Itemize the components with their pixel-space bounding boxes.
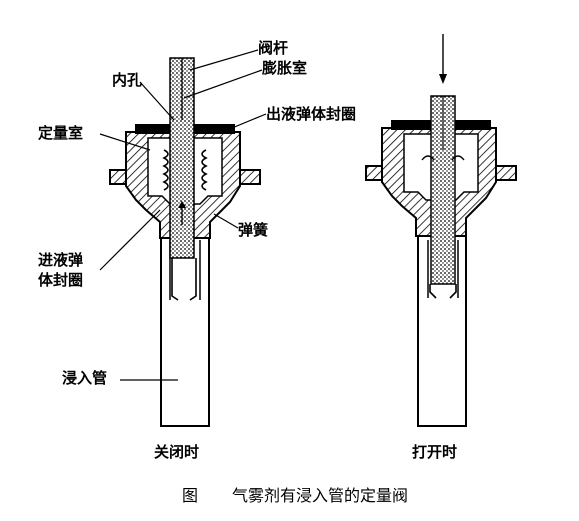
label-inlet-gasket-1: 进液弹	[38, 251, 84, 269]
label-dip-tube: 浸入管	[62, 369, 108, 387]
open-valve	[365, 34, 517, 427]
label-outlet-gasket: 出液弹体封圈	[266, 105, 357, 123]
figure-caption-prefix: 图	[182, 486, 199, 505]
closed-valve	[109, 57, 261, 427]
label-valve-stem: 阀杆	[258, 39, 289, 57]
label-closed-state: 关闭时	[154, 443, 200, 461]
label-metering-chamber: 定量室	[38, 124, 84, 142]
label-spring: 弹簧	[238, 221, 269, 239]
label-expansion-chamber: 膨胀室	[262, 59, 308, 77]
dip-tube-left	[160, 237, 210, 427]
label-open-state: 打开时	[412, 443, 458, 461]
label-inner-hole: 内孔	[112, 71, 143, 89]
leader-lines	[99, 49, 267, 381]
figure-caption-title: 气雾剂有浸入管的定量阀	[232, 486, 409, 505]
label-inlet-gasket-2: 体封圈	[38, 271, 84, 289]
spring-left	[162, 149, 208, 191]
